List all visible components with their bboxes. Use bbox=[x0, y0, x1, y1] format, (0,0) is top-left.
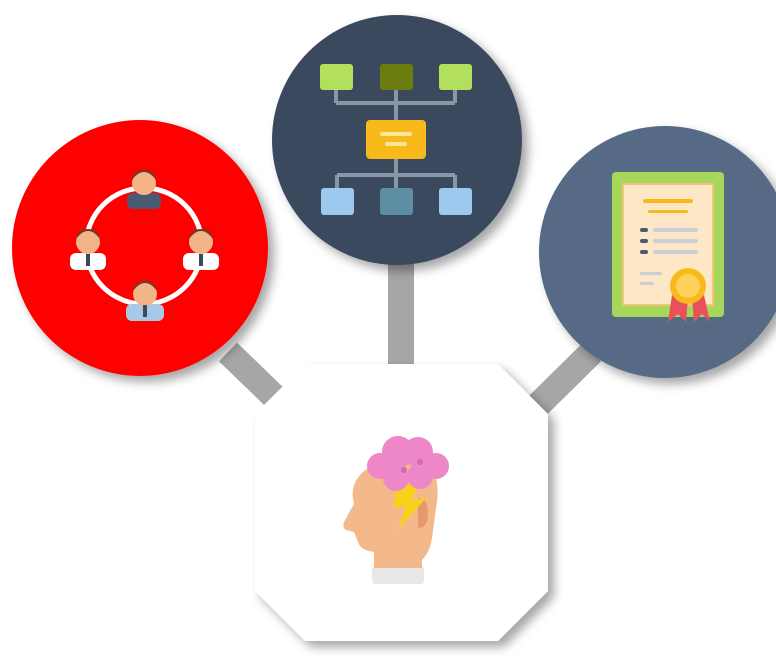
center-node bbox=[255, 364, 548, 641]
node-certificate bbox=[539, 126, 776, 378]
node-circle-left bbox=[12, 120, 268, 376]
team-network-icon bbox=[70, 170, 219, 321]
brainstorm-head-icon bbox=[343, 436, 449, 584]
hierarchy-chart-icon bbox=[320, 64, 472, 215]
node-team-network bbox=[12, 120, 268, 376]
node-hierarchy bbox=[272, 15, 522, 265]
certificate-icon bbox=[612, 172, 724, 322]
